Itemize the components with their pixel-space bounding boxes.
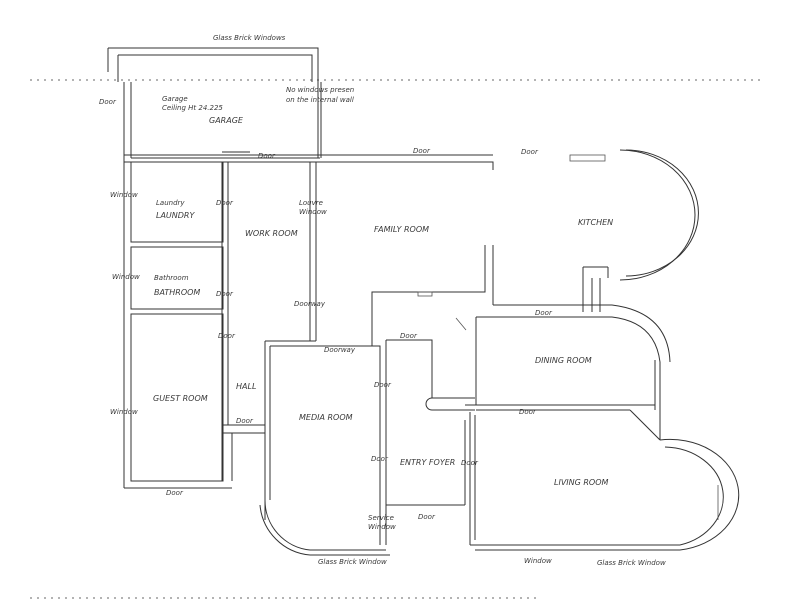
door-label: Door (218, 332, 236, 340)
scan-artifact-lines (30, 79, 760, 599)
walls (107, 47, 740, 556)
door-label: Door (258, 152, 276, 160)
doorway-label: Doorway (324, 346, 356, 354)
window-label: Window (110, 408, 138, 416)
room-label-work-room: WORK ROOM (245, 229, 298, 238)
window-label: Window (112, 273, 140, 281)
glass-brick-window-label: Glass Brick Window (597, 559, 666, 567)
door-label: Door (216, 199, 234, 207)
note-louvre-2: Window (299, 208, 327, 216)
door-label: Door (166, 489, 184, 497)
glass-brick-window-label: Glass Brick Window (318, 558, 387, 566)
note-laundry: Laundry (156, 199, 185, 207)
room-label-entry-foyer: ENTRY FOYER (400, 458, 455, 467)
note-no-windows-2: on the internal wall (286, 96, 354, 104)
door-label: Door (461, 459, 479, 467)
room-label-bathroom: BATHROOM (154, 288, 200, 297)
note-bathroom: Bathroom (154, 274, 189, 282)
doorway-label: Doorway (294, 300, 326, 308)
room-label-kitchen: KITCHEN (578, 218, 613, 227)
note-louvre-1: Louvre (299, 199, 323, 207)
door-label: Door (521, 148, 539, 156)
room-label-garage: GARAGE (209, 116, 244, 125)
room-label-family-room: FAMILY ROOM (374, 225, 429, 234)
room-label-laundry: LAUNDRY (156, 211, 195, 220)
window-label: Window (524, 557, 552, 565)
door-label: Door (535, 309, 553, 317)
note-garage-ceiling-2: Ceiling Ht 24.225 (162, 104, 223, 112)
room-label-hall: HALL (236, 382, 256, 391)
note-service-2: Window (368, 523, 396, 531)
door-label: Door (236, 417, 254, 425)
door-label: Door (413, 147, 431, 155)
note-garage-ceiling-1: Garage (162, 95, 188, 103)
opening-labels: Door Door Door Door Door Door Door Door … (99, 98, 666, 567)
room-label-living-room: LIVING ROOM (554, 478, 609, 487)
door-label: Door (418, 513, 436, 521)
door-label: Door (216, 290, 234, 298)
note-service-1: Service (368, 514, 394, 522)
door-label: Door (519, 408, 537, 416)
note-no-windows-1: No windows presen (286, 86, 354, 94)
room-label-media-room: MEDIA ROOM (299, 413, 353, 422)
door-label: Door (374, 381, 392, 389)
note-glass-brick-windows: Glass Brick Windows (213, 34, 286, 42)
room-label-dining-room: DINING ROOM (535, 356, 592, 365)
door-label: Door (400, 332, 418, 340)
room-label-guest-room: GUEST ROOM (153, 394, 208, 403)
door-label: Door (99, 98, 117, 106)
window-label: Window (110, 191, 138, 199)
door-label: Door (371, 455, 389, 463)
